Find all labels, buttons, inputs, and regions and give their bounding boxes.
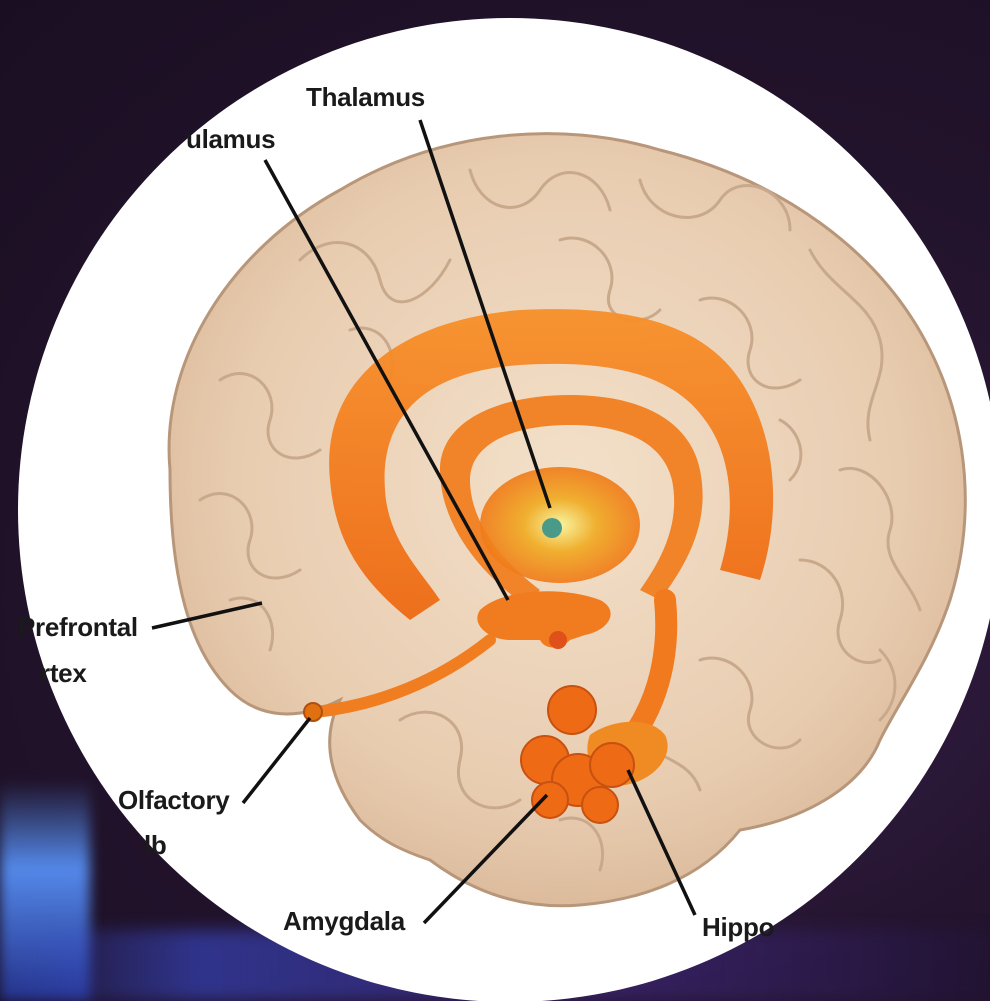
label-thalamus: Thalamus	[306, 82, 425, 113]
label-hippocampus: Hippo	[702, 912, 774, 943]
thalamus-center-dot	[542, 518, 562, 538]
label-amygdala: Amygdala	[283, 906, 405, 937]
label-prefrontal-line1: Prefrontal	[18, 612, 138, 643]
mammillary-body	[549, 631, 567, 649]
label-hypothalamus: ulamus	[186, 124, 275, 155]
label-prefrontal-line2: rtex	[40, 658, 87, 689]
label-olfactory-line2: lb	[144, 830, 167, 861]
label-olfactory-line1: Olfactory	[118, 785, 229, 816]
olfactory-bulb-structure	[304, 703, 322, 721]
